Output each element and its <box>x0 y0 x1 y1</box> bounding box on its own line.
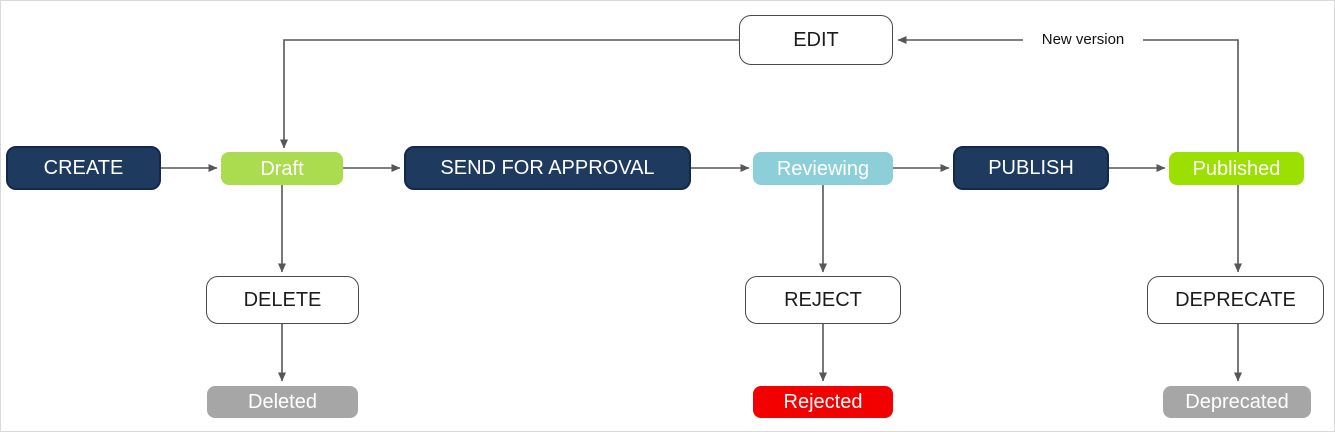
node-reviewing: Reviewing <box>753 152 893 185</box>
arrow-published-to-edit <box>897 36 1239 152</box>
node-publish: PUBLISH <box>953 146 1109 190</box>
node-rejected: Rejected <box>753 386 893 418</box>
node-edit: EDIT <box>739 15 893 65</box>
node-create: CREATE <box>6 146 161 190</box>
node-draft: Draft <box>221 152 343 185</box>
node-deprecated: Deprecated <box>1163 386 1311 418</box>
node-deleted: Deleted <box>207 386 358 418</box>
node-send-for-approval: SEND FOR APPROVAL <box>404 146 691 190</box>
node-delete: DELETE <box>206 276 359 324</box>
node-deprecate: DEPRECATE <box>1147 276 1324 324</box>
arrow-edit-to-draft <box>280 39 739 149</box>
node-reject: REJECT <box>745 276 901 324</box>
edge-label-new-version: New version <box>1023 31 1143 49</box>
node-published: Published <box>1169 152 1304 185</box>
